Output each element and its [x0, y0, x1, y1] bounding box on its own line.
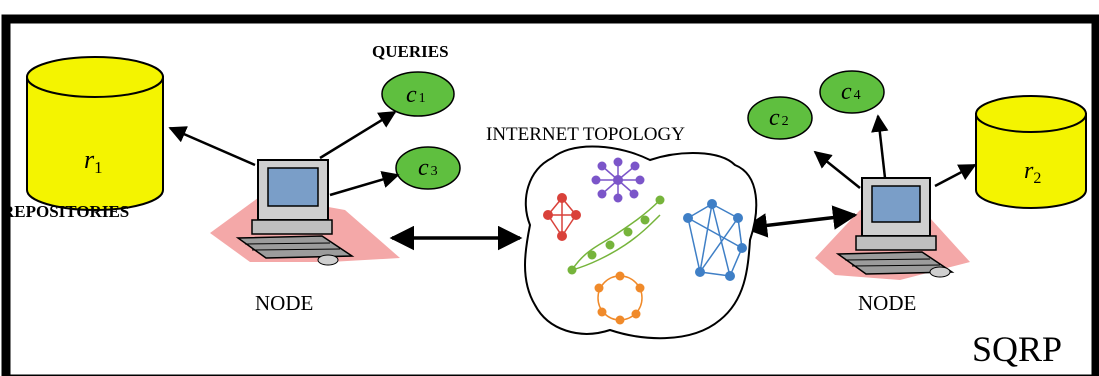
r1-sub: 1: [94, 158, 103, 177]
internet-topology-label: INTERNET TOPOLOGY: [486, 124, 685, 145]
c2-base: c: [769, 105, 780, 131]
c2-sub: 2: [782, 114, 789, 129]
node-left-label: NODE: [255, 291, 314, 315]
r2-sub: 2: [1033, 170, 1041, 187]
c4-sub: 4: [854, 88, 861, 103]
internet-topology-graph: [524, 145, 758, 340]
r2-base: r: [1024, 158, 1034, 184]
diagram-title: SQRP: [972, 329, 1063, 369]
repository-r2-label: r2: [1024, 158, 1041, 187]
repository-r1-label: r1: [84, 145, 103, 177]
computer-left-icon: [210, 159, 400, 266]
arrows: [168, 110, 977, 251]
query-c1-ellipse: [381, 71, 455, 117]
c3-base: c: [418, 155, 429, 181]
c3-sub: 3: [431, 164, 438, 179]
c4-base: c: [841, 79, 852, 105]
node-right-label: NODE: [858, 291, 917, 315]
repository-r1-cylinder: [26, 56, 164, 211]
repositories-label: REPOSITORIES: [2, 202, 130, 221]
c1-base: c: [406, 82, 417, 108]
r1-base: r: [84, 145, 95, 174]
computer-right-icon: [815, 177, 970, 280]
query-c2-ellipse: [747, 96, 813, 140]
queries-label: QUERIES: [372, 42, 449, 61]
query-c4-ellipse: [819, 70, 885, 114]
c1-sub: 1: [419, 91, 426, 106]
diagram-border: [1, 14, 1099, 376]
query-c3-ellipse: [395, 146, 461, 190]
repository-r2-cylinder: [975, 95, 1087, 209]
